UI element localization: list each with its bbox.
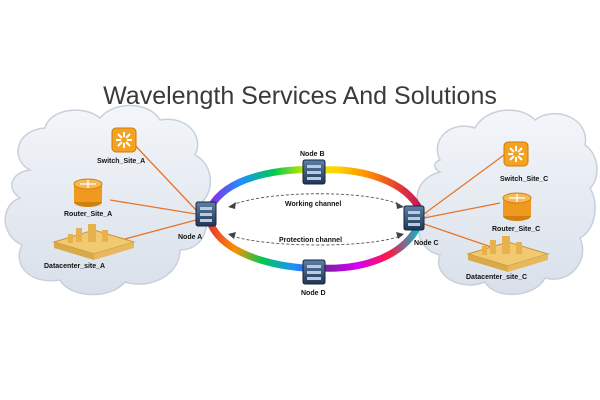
datacenter-icon [466, 236, 550, 272]
router-icon [73, 178, 103, 207]
switch-icon [503, 141, 529, 167]
links-site-c [423, 154, 505, 251]
switch-site-a-label: Switch_Site_A [97, 158, 145, 165]
node-b-label: Node B [300, 151, 325, 158]
datacenter-site-c-label: Datacenter_site_C [466, 274, 527, 281]
protection-channel-arrow [228, 232, 404, 246]
cloud-icon [4, 104, 212, 296]
datacenter-icon [52, 224, 136, 260]
switch-site-c-label: Switch_Site_C [500, 176, 548, 183]
working-channel-label: Working channel [285, 201, 341, 208]
node-c-label: Node C [414, 240, 439, 247]
optical-node-icon [403, 205, 425, 231]
optical-node-icon [195, 201, 217, 227]
page-title: Wavelength Services And Solutions [103, 82, 497, 110]
router-site-a-label: Router_Site_A [64, 211, 112, 218]
optical-node-icon [302, 159, 326, 185]
node-a-label: Node A [178, 234, 202, 241]
switch-icon [111, 127, 137, 153]
router-icon [502, 192, 532, 221]
protection-channel-label: Protection channel [279, 237, 342, 244]
datacenter-site-a-label: Datacenter_site_A [44, 263, 105, 270]
router-site-c-label: Router_Site_C [492, 226, 540, 233]
optical-node-icon [302, 259, 326, 285]
working-channel-arrow [228, 193, 404, 209]
node-d-label: Node D [301, 290, 326, 297]
